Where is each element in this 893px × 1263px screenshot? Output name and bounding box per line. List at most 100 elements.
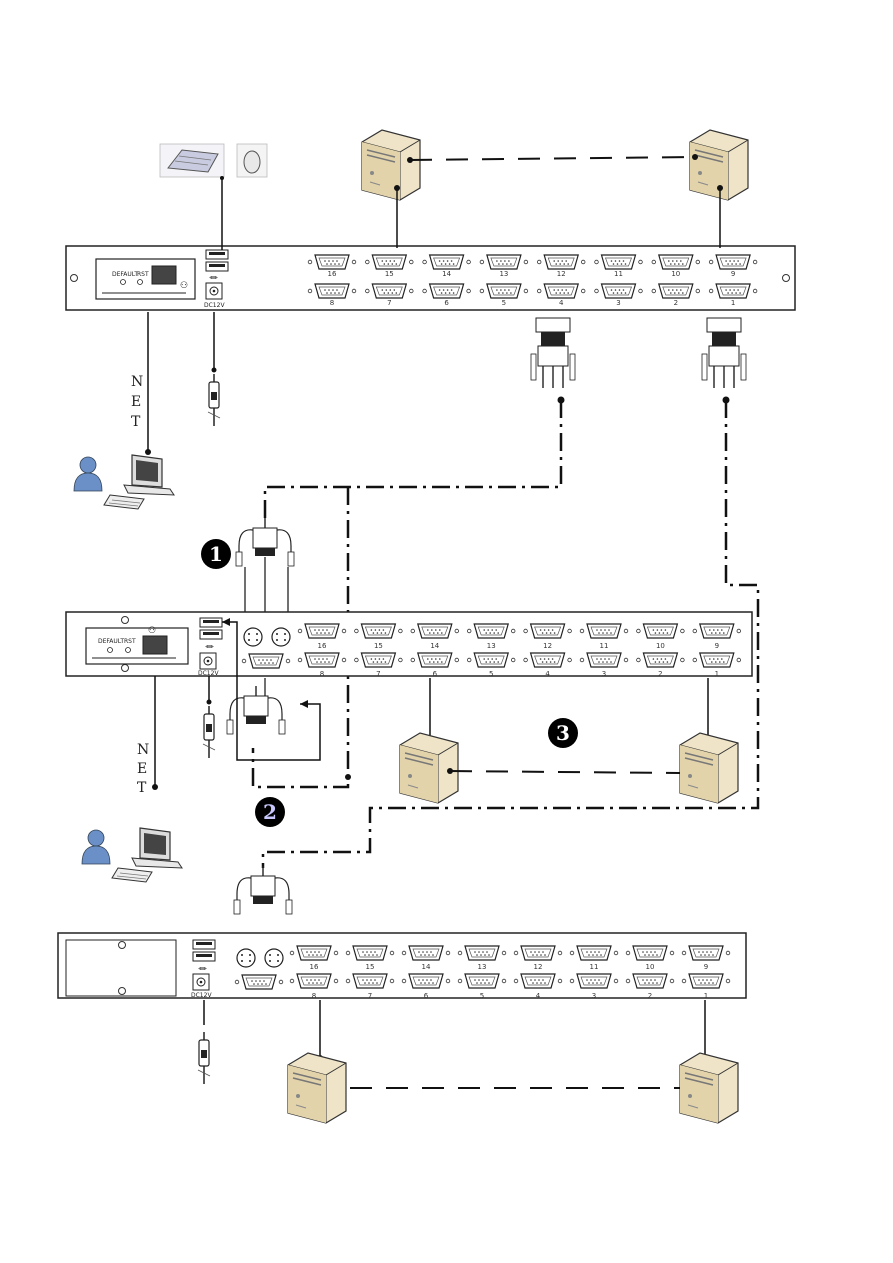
screw-icon — [70, 274, 78, 282]
screw-icon — [121, 616, 129, 624]
svg-text:E: E — [137, 761, 147, 777]
blank-panel — [65, 939, 177, 997]
port-number-label: 8 — [320, 670, 324, 678]
port-number-label: 12 — [557, 270, 566, 278]
svg-text:T: T — [137, 780, 147, 796]
rj45-port[interactable] — [142, 635, 168, 655]
port-number-label: 1 — [715, 670, 719, 678]
screw-icon — [118, 941, 126, 949]
power-label: DC12V — [198, 670, 219, 677]
rj45-port[interactable] — [151, 265, 177, 285]
dc-jack[interactable] — [192, 973, 210, 991]
port-number-label: 9 — [731, 270, 735, 278]
power-label: DC12V — [191, 992, 212, 999]
port-number-label: 6 — [424, 992, 429, 1000]
port-number-label: 1 — [704, 992, 708, 1000]
svg-text:3: 3 — [556, 721, 570, 745]
step-badge-2: 2 — [255, 797, 285, 827]
svg-text:N: N — [131, 374, 143, 390]
port-number-label: 1 — [731, 299, 735, 307]
port-number-label: 3 — [616, 299, 620, 307]
ps2-mouse-port[interactable] — [236, 948, 256, 968]
remote-user-icon — [73, 454, 175, 510]
port-number-label: 11 — [600, 642, 609, 650]
network-module — [85, 627, 189, 665]
port-number-label: 7 — [387, 299, 391, 307]
port-number-label: 15 — [366, 963, 375, 971]
port-number-label: 12 — [534, 963, 543, 971]
port-number-label: 11 — [614, 270, 623, 278]
ps2-keyboard-port[interactable] — [264, 948, 284, 968]
port-number-label: 2 — [648, 992, 652, 1000]
usb-icon: ⏛ — [209, 274, 218, 284]
port-number-label: 2 — [674, 299, 678, 307]
rst-label: RST — [137, 271, 149, 278]
port-number-label: 6 — [433, 670, 438, 678]
port-number-label: 6 — [444, 299, 449, 307]
default-label: DEFAULT — [112, 271, 138, 278]
network-module — [95, 258, 196, 300]
step-badge-1: 1 — [201, 539, 231, 569]
default-label: DEFAULT — [98, 638, 124, 645]
port-number-label: 5 — [480, 992, 484, 1000]
ps2-mouse-port[interactable] — [243, 627, 263, 647]
port-number-label: 7 — [376, 670, 380, 678]
ps2-keyboard-port[interactable] — [271, 627, 291, 647]
port-number-label: 5 — [489, 670, 493, 678]
port-number-label: 15 — [385, 270, 394, 278]
cascade-cable-connector — [226, 685, 286, 735]
port-number-label: 13 — [499, 270, 508, 278]
cascade-cable-connector — [233, 865, 293, 915]
usb-icon: ⏛ — [198, 965, 207, 975]
step-badge-3: 3 — [548, 718, 578, 748]
port-number-label: 16 — [318, 642, 327, 650]
port-number-label: 5 — [502, 299, 506, 307]
usb-icon: ⏛ — [205, 643, 214, 653]
server-icon — [399, 732, 459, 804]
port-number-label: 10 — [646, 963, 655, 971]
port-number-label: 8 — [312, 992, 316, 1000]
mouse-icon — [236, 143, 268, 178]
svg-text:2: 2 — [263, 800, 277, 824]
server-icon — [679, 1052, 739, 1124]
rst-button[interactable] — [125, 647, 131, 653]
rst-button[interactable] — [137, 279, 143, 285]
net-label: N E T — [131, 374, 143, 430]
server-icon — [287, 1052, 347, 1124]
vga-cable-connector — [530, 317, 576, 389]
port-number-label: 14 — [442, 270, 451, 278]
port-number-label: 13 — [487, 642, 496, 650]
keyboard-icon — [159, 143, 225, 178]
net-label: N E T — [137, 742, 149, 796]
default-button[interactable] — [120, 279, 126, 285]
port-number-label: 9 — [704, 963, 708, 971]
screw-icon — [118, 987, 126, 995]
port-number-label: 16 — [328, 270, 337, 278]
power-plug-icon — [207, 373, 221, 427]
port-number-label: 10 — [656, 642, 665, 650]
port-number-label: 2 — [658, 670, 662, 678]
server-icon — [679, 732, 739, 804]
port-number-label: 11 — [590, 963, 599, 971]
screw-icon — [782, 274, 790, 282]
svg-text:1: 1 — [209, 542, 223, 566]
port-number-label: 8 — [330, 299, 334, 307]
rst-label: RST — [124, 638, 136, 645]
power-plug-icon — [197, 1031, 211, 1085]
network-icon: ⚇ — [180, 281, 188, 291]
default-button[interactable] — [107, 647, 113, 653]
svg-text:E: E — [131, 394, 141, 410]
dc-jack[interactable] — [205, 282, 223, 300]
port-number-label: 14 — [422, 963, 431, 971]
network-icon: ⚇ — [148, 626, 156, 636]
port-number-label: 13 — [478, 963, 487, 971]
power-label: DC12V — [204, 302, 225, 309]
dc-jack[interactable] — [199, 652, 217, 670]
